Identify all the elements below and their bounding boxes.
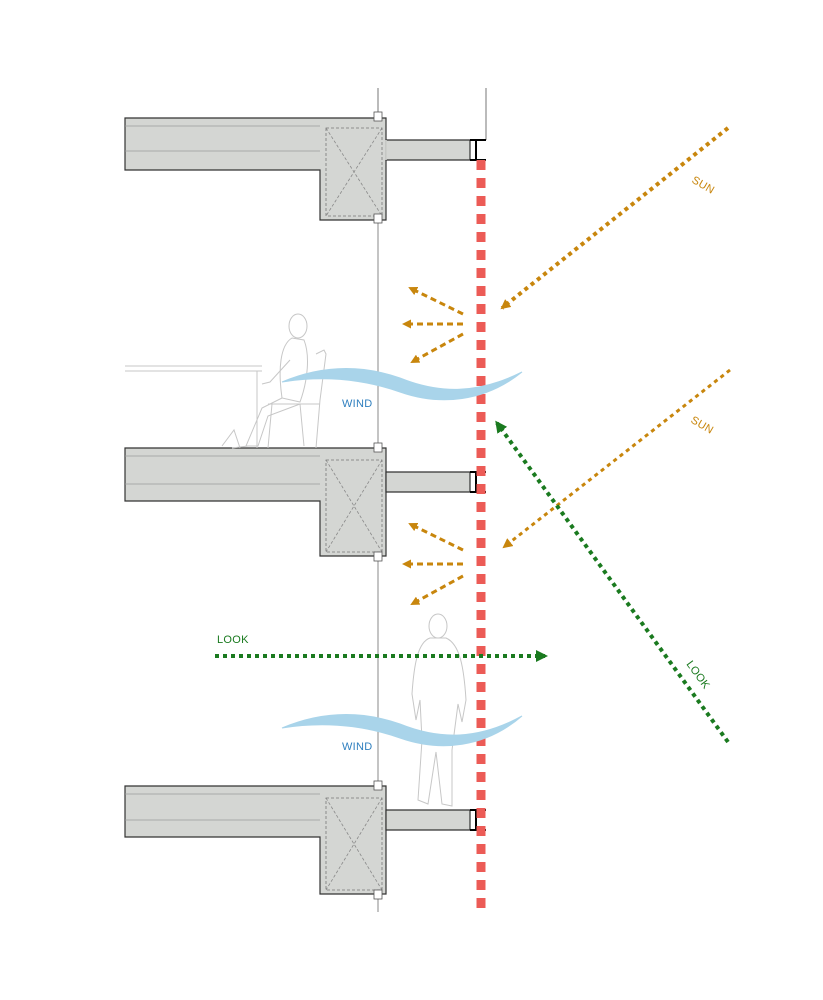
look-label-horizontal: LOOK [217, 634, 249, 646]
seated-person-figure [125, 313, 327, 449]
sun-label-upper: SUN [690, 174, 717, 196]
wind-wave-upper [281, 368, 523, 401]
floor-slab-2 [124, 442, 486, 562]
look-arrow-diagonal [495, 420, 730, 744]
look-label-diagonal: LOOK [684, 659, 713, 692]
floor-slab-1 [124, 111, 486, 224]
floor-slab-3 [124, 780, 486, 900]
sun-reflection-lower [402, 522, 464, 606]
sun-reflection-upper [402, 286, 464, 364]
wind-label-upper: WIND [342, 398, 373, 410]
standing-person-figure [411, 613, 467, 807]
sun-ray-lower [502, 368, 731, 549]
sun-ray-upper [500, 126, 730, 310]
wind-label-lower: WIND [342, 741, 373, 753]
sun-label-lower: SUN [689, 414, 716, 436]
wind-wave-lower [281, 714, 523, 747]
